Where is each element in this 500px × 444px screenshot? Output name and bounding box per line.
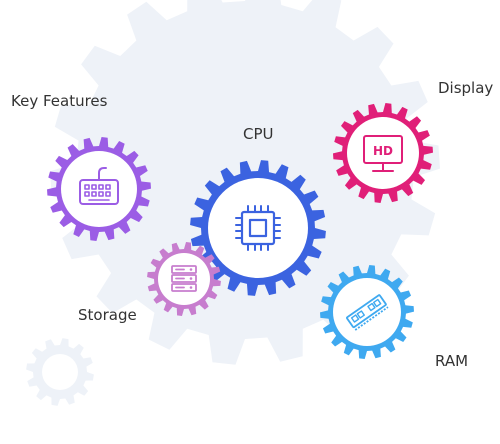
storage-label: Storage [78, 306, 137, 324]
server-icon [171, 265, 197, 292]
ram-gear [320, 265, 414, 359]
background-gear-small [26, 338, 94, 406]
cpu-label: CPU [243, 125, 274, 143]
display-label: Display [438, 79, 494, 97]
key-features-label: Key Features [11, 92, 108, 110]
chip-icon [235, 205, 281, 251]
display-gear [333, 103, 433, 203]
hd-badge: HD [373, 144, 393, 158]
ram-label: RAM [435, 352, 469, 370]
hd-monitor-icon [363, 135, 403, 172]
cpu-gear [190, 160, 326, 296]
keyboard-icon [79, 167, 119, 205]
ram-module-icon [346, 294, 389, 331]
